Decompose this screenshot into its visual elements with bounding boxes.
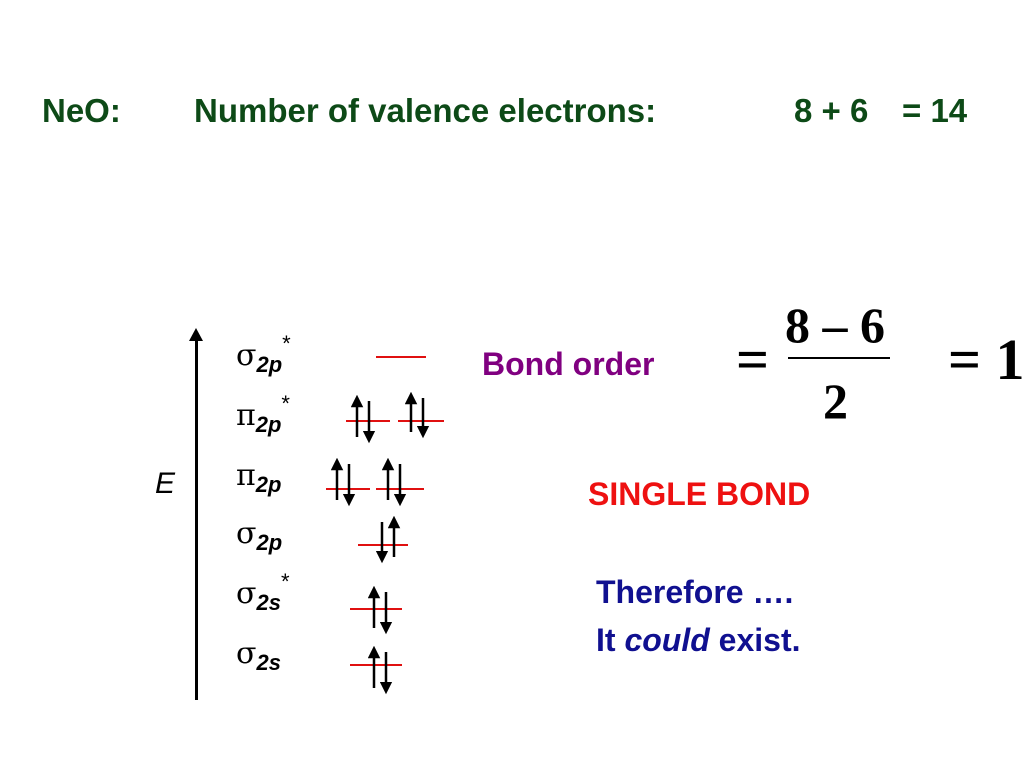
orbital-label-sigma-2p: σ2p	[236, 516, 283, 555]
level-sigma-2p-star	[376, 356, 426, 358]
electron-pair-pi-2p-a	[330, 457, 356, 507]
energy-axis	[195, 338, 198, 700]
bond-order-result: = 1.0	[948, 327, 1024, 392]
orbital-label-pi-2p-star: π2p*	[236, 391, 290, 437]
electron-pair-pi-2p-star-b	[404, 391, 430, 439]
orbital-label-sigma-2p-star: σ2p*	[236, 331, 291, 377]
bond-order-equals: =	[736, 327, 770, 392]
electron-pair-sigma-2s-star	[367, 585, 393, 635]
bond-order-fraction-bar	[788, 357, 890, 359]
valence-result: = 14	[902, 92, 968, 129]
energy-axis-label: E	[155, 467, 176, 500]
single-bond-label: SINGLE BOND	[588, 476, 811, 512]
orbital-label-sigma-2s-star: σ2s*	[236, 569, 290, 615]
bond-order-denominator: 2	[823, 373, 848, 429]
conclusion-line-1: Therefore ….	[596, 574, 794, 610]
valence-equation: 8 + 6	[794, 92, 869, 129]
level-sigma-2s	[350, 664, 402, 666]
conclusion-line-2: It could exist.	[596, 622, 801, 658]
bond-order-label: Bond order	[482, 346, 655, 382]
electron-pair-sigma-2s	[367, 645, 393, 695]
level-sigma-2s-star	[350, 608, 402, 610]
bond-order-numerator: 8 – 6	[785, 297, 885, 353]
energy-axis-arrow-icon	[189, 328, 203, 341]
molecule-label: NeO:	[42, 92, 121, 129]
valence-label: Number of valence electrons:	[194, 92, 657, 129]
electron-pair-sigma-2p	[375, 515, 401, 564]
orbital-label-pi-2p: π2p	[236, 458, 282, 497]
level-pi-2p-star-b	[398, 420, 444, 422]
orbital-label-sigma-2s: σ2s	[236, 636, 281, 675]
electron-pair-pi-2p-b	[381, 457, 407, 507]
electron-pair-pi-2p-star-a	[350, 394, 376, 444]
